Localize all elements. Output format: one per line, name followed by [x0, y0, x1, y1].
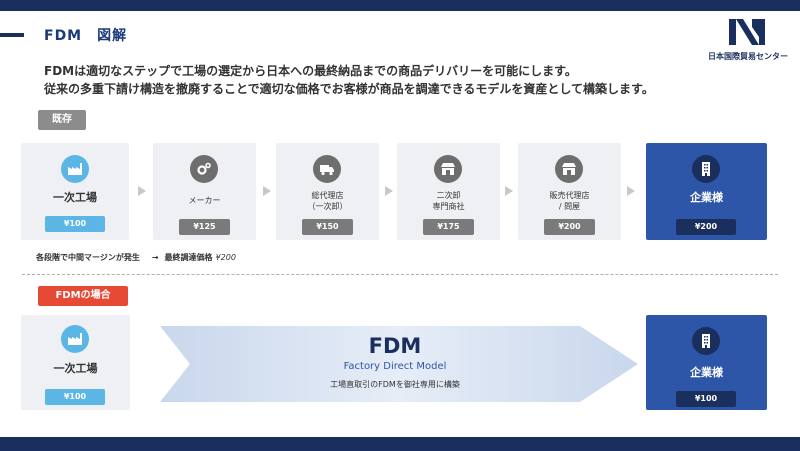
flow-arrow [627, 186, 635, 196]
step-client: 企業様 ¥200 [646, 143, 767, 240]
step-price: ¥200 [676, 219, 736, 235]
title-accent [0, 33, 24, 37]
fdm-title: FDM [368, 334, 422, 358]
step-price: ¥125 [179, 219, 230, 235]
truck-icon [313, 155, 341, 183]
step-label: 企業様 [690, 191, 723, 204]
factory-icon [61, 155, 89, 183]
step-price: ¥200 [544, 219, 595, 235]
fdm-client: 企業様 ¥100 [646, 315, 767, 410]
fdm-case-tag: FDMの場合 [38, 286, 128, 306]
store-icon [434, 155, 462, 183]
step-label: 二次卸 専門商社 [432, 191, 465, 211]
step-general-agent: 総代理店 （一次卸） ¥150 [276, 143, 379, 240]
step-sales-agent: 販売代理店 / 問屋 ¥200 [518, 143, 621, 240]
fdm-chevron-arrow [160, 326, 638, 402]
step-label: 一次工場 [53, 191, 97, 204]
fdm-subtitle: Factory Direct Model [343, 361, 447, 372]
step-label: 企業様 [690, 366, 723, 379]
page-title: FDM 図解 [44, 28, 128, 44]
store-icon [555, 155, 583, 183]
existing-tag: 既存 [38, 110, 86, 130]
step-label: 販売代理店 / 問屋 [549, 191, 590, 211]
bottom-bar [0, 437, 800, 451]
logo-n-icon [729, 19, 765, 45]
gears-icon [190, 155, 218, 183]
step-label: 一次工場 [53, 362, 98, 375]
building-icon [692, 327, 720, 355]
building-icon [692, 155, 720, 183]
flow-arrow [138, 186, 146, 196]
fdm-description: 工場直取引のFDMを御社専用に構築 [330, 380, 460, 389]
description-line-2: 従来の多重下請け構造を撤廃することで適切な価格でお客様が商品を調達できるモデルを… [44, 82, 654, 96]
step-price: ¥150 [302, 219, 353, 235]
flow-arrow [263, 186, 271, 196]
margin-note: 各段階で中間マージンが発生→最終調達価格¥200 [36, 253, 236, 262]
step-maker: メーカー ¥125 [153, 143, 256, 240]
section-divider [22, 274, 778, 275]
fdm-factory: 一次工場 ¥100 [21, 315, 130, 410]
logo-text: 日本国際貿易センター [708, 52, 788, 61]
description-line-1: FDMは適切なステップで工場の選定から日本への最終納品までの商品デリバリーを可能… [44, 64, 577, 78]
step-price: ¥100 [676, 391, 736, 407]
step-price: ¥100 [45, 216, 105, 232]
factory-icon [61, 325, 89, 353]
step-label: メーカー [188, 196, 221, 205]
top-bar [0, 0, 800, 11]
company-logo: 日本国際貿易センター [700, 17, 796, 65]
step-price: ¥175 [423, 219, 474, 235]
step-label: 総代理店 （一次卸） [307, 191, 348, 211]
flow-arrow [385, 186, 393, 196]
step-price: ¥100 [45, 389, 105, 405]
step-secondary-wholesaler: 二次卸 専門商社 ¥175 [397, 143, 500, 240]
flow-arrow [505, 186, 513, 196]
step-factory: 一次工場 ¥100 [21, 143, 129, 240]
